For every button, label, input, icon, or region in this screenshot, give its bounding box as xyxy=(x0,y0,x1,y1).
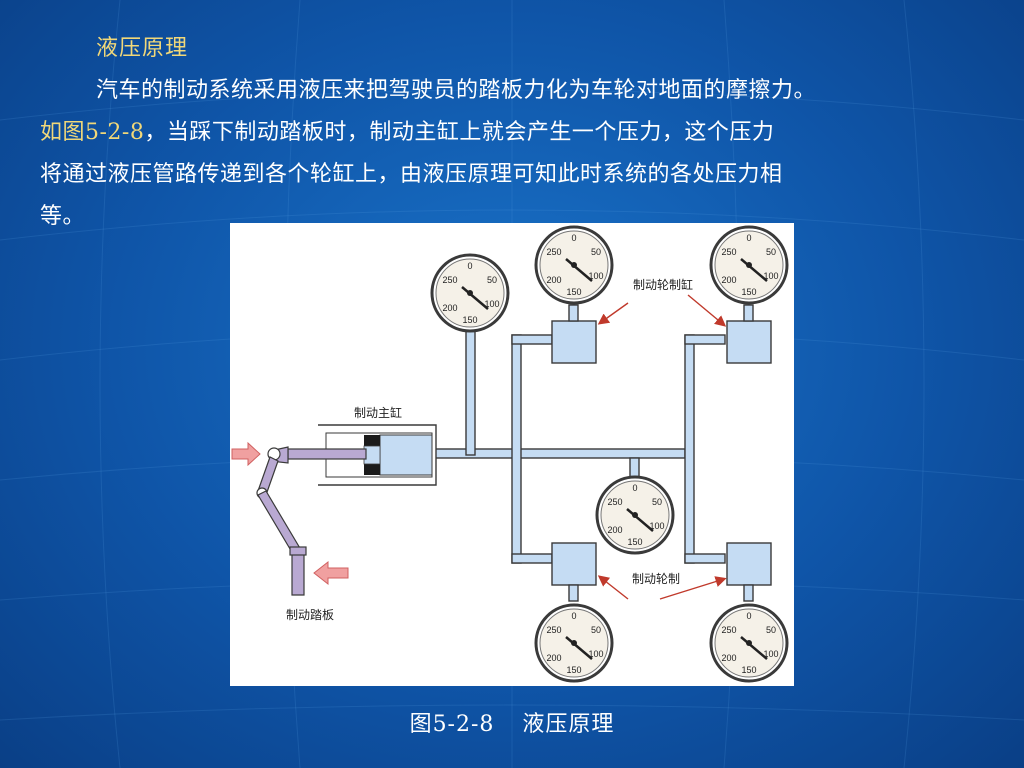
paragraph-line-2: ，当踩下制动踏板时，制动主缸上就会产生一个压力，这个压力 xyxy=(144,120,775,145)
pressure-gauge-middle: 0 50 100 150 200 250 xyxy=(595,475,675,555)
gauge-tick-50: 50 xyxy=(487,275,497,285)
pressure-gauge-bottom-left: 0 50 100 150 200 250 xyxy=(534,603,614,683)
wheel-cylinders xyxy=(551,304,772,602)
caption-number: 图5-2-8 xyxy=(409,712,495,737)
gauge-tick-200: 200 xyxy=(721,275,736,285)
gauge-tick-150: 150 xyxy=(741,665,756,675)
gauge-tick-50: 50 xyxy=(591,247,601,257)
gauge-tick-250: 250 xyxy=(546,625,561,635)
gauge-tick-50: 50 xyxy=(652,497,662,507)
gauge-tick-0: 0 xyxy=(746,611,751,621)
gauge-tick-100: 100 xyxy=(588,649,603,659)
hydraulic-diagram-svg: 0 50 100 150 200 250 0 50 100 150 200 25… xyxy=(231,225,789,683)
pressure-gauge-top-right: 0 50 100 150 200 250 xyxy=(709,225,789,305)
gauge-tick-200: 200 xyxy=(546,653,561,663)
gauge-tick-100: 100 xyxy=(763,649,778,659)
paragraph-line-4: 等。 xyxy=(40,204,86,229)
figure-caption: 图5-2-8 液压原理 xyxy=(0,706,1024,738)
gauge-tick-100: 100 xyxy=(588,271,603,281)
gauge-tick-0: 0 xyxy=(746,233,751,243)
gauge-tick-200: 200 xyxy=(721,653,736,663)
gauge-tick-0: 0 xyxy=(467,261,472,271)
caption-title: 液压原理 xyxy=(522,712,615,737)
gauge-tick-0: 0 xyxy=(571,611,576,621)
label-brake-pedal: 制动踏板 xyxy=(286,608,334,622)
hydraulic-diagram: 0 50 100 150 200 250 0 50 100 150 200 25… xyxy=(230,223,794,686)
gauge-tick-150: 150 xyxy=(566,287,581,297)
paragraph-line-1: 汽车的制动系统采用液压来把驾驶员的踏板力化为车轮对地面的摩擦力。 xyxy=(96,78,817,103)
gauge-tick-100: 100 xyxy=(484,299,499,309)
gauge-tick-150: 150 xyxy=(462,315,477,325)
gauge-tick-250: 250 xyxy=(721,625,736,635)
master-cylinder xyxy=(318,424,437,486)
callout-arrows xyxy=(597,294,727,600)
gauge-tick-50: 50 xyxy=(591,625,601,635)
gauge-tick-150: 150 xyxy=(627,537,642,547)
gauge-tick-150: 150 xyxy=(741,287,756,297)
pressure-gauge-bottom-right: 0 50 100 150 200 250 xyxy=(709,603,789,683)
pedal-linkage xyxy=(256,446,367,596)
gauge-tick-100: 100 xyxy=(763,271,778,281)
label-master-cylinder: 制动主缸 xyxy=(354,405,402,420)
paragraph-line-3: 将通过液压管路传递到各个轮缸上，由液压原理可知此时系统的各处压力相 xyxy=(40,162,783,187)
figure-reference: 如图5-2-8 xyxy=(40,120,145,145)
pressure-gauge-top-left: 0 50 100 150 200 250 xyxy=(534,225,614,305)
label-wheel-cylinder-bottom: 制动轮制 xyxy=(632,572,680,586)
gauge-tick-250: 250 xyxy=(607,497,622,507)
gauge-tick-0: 0 xyxy=(571,233,576,243)
gauge-tick-200: 200 xyxy=(442,303,457,313)
gauge-tick-0: 0 xyxy=(632,483,637,493)
section-heading: 液压原理 xyxy=(96,36,189,61)
gauge-tick-200: 200 xyxy=(607,525,622,535)
label-wheel-cylinder-top: 制动轮制缸 xyxy=(633,277,693,292)
gauge-tick-50: 50 xyxy=(766,247,776,257)
pressure-gauge-master: 0 50 100 150 200 250 xyxy=(430,253,510,333)
gauge-tick-200: 200 xyxy=(546,275,561,285)
body-paragraph: 汽车的制动系统采用液压来把驾驶员的踏板力化为车轮对地面的摩擦力。 如图5-2-8… xyxy=(40,70,1000,238)
gauge-tick-250: 250 xyxy=(546,247,561,257)
gauge-tick-150: 150 xyxy=(566,665,581,675)
gauge-tick-50: 50 xyxy=(766,625,776,635)
gauge-tick-250: 250 xyxy=(721,247,736,257)
gauge-tick-250: 250 xyxy=(442,275,457,285)
gauge-tick-100: 100 xyxy=(649,521,664,531)
force-arrows xyxy=(231,441,349,586)
